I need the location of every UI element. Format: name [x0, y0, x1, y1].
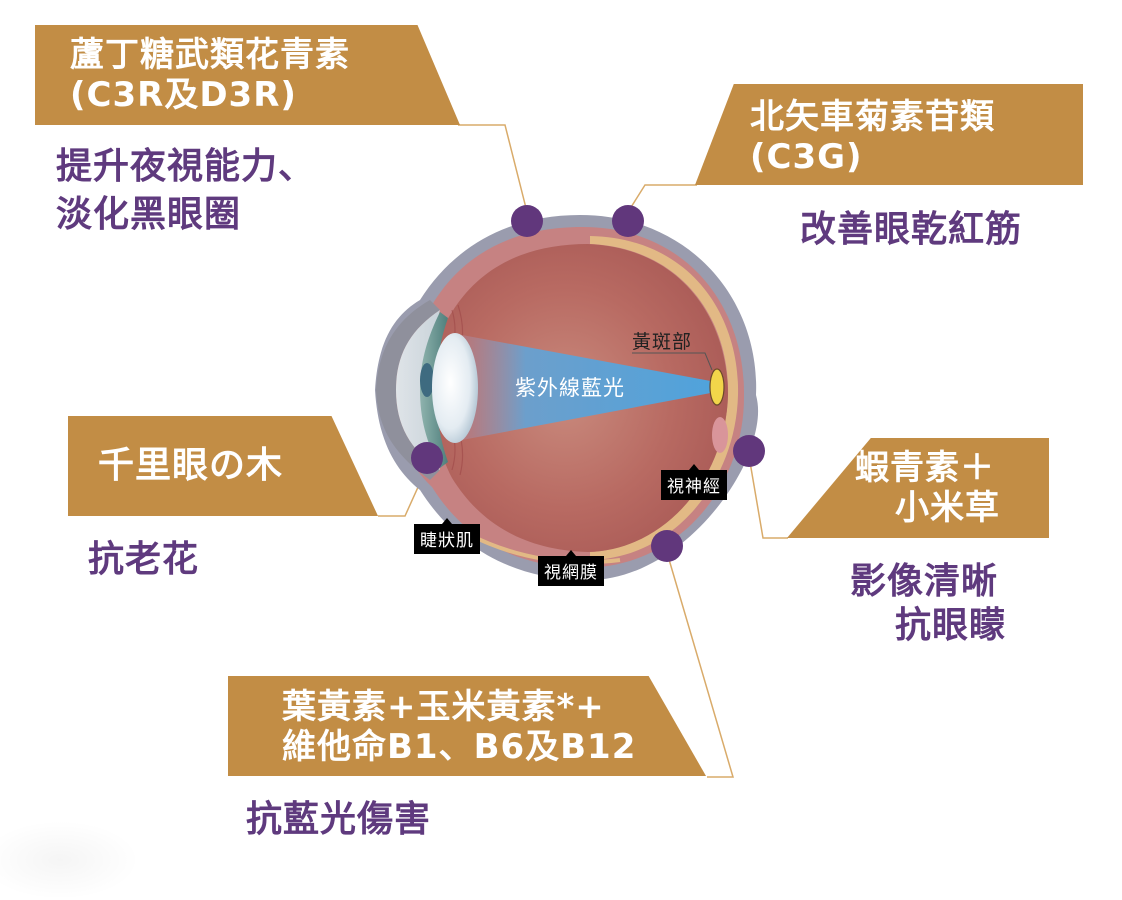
marker-c3g [612, 205, 644, 237]
marker-astaxanthin [733, 435, 765, 467]
macula-leader [632, 352, 713, 371]
benefit-c3r-line2: 淡化黑眼圈 [56, 194, 242, 235]
macula-label: 黃斑部 [632, 331, 693, 353]
marker-senrigan [411, 442, 443, 474]
benefit-c3g-line1: 改善眼乾紅筋 [800, 209, 1023, 250]
connector-astaxanthin [749, 461, 788, 539]
benefit-c3r-line1: 提升夜視能力、 [56, 146, 316, 187]
ingredient-c3r-line2: (C3R及D3R) [70, 75, 297, 115]
ingredient-c3g-line2: (C3G) [750, 137, 863, 177]
lens [432, 333, 478, 443]
banner-c3g [695, 84, 1083, 185]
ingredient-c3r-line1: 蘆丁糖武類花青素 [70, 35, 350, 75]
ingredient-astaxanthin-line2: 小米草 [895, 488, 1000, 528]
retina-label: 視網膜 [538, 550, 604, 586]
beam-label: 紫外線藍光 [515, 376, 625, 400]
light-beam [462, 335, 716, 440]
ingredient-senrigan-line1: 千里眼の木 [98, 445, 284, 486]
optic-disc [712, 417, 728, 453]
optic-nerve-label: 視神經 [661, 464, 727, 500]
marker-c3r [511, 205, 543, 237]
benefit-astaxanthin-line1: 影像清晰 [850, 561, 999, 602]
pupil [420, 363, 434, 397]
connector-lines [378, 124, 788, 778]
benefit-astaxanthin-line2: 抗眼矇 [895, 605, 1007, 646]
ciliary-muscle-label: 睫狀肌 [414, 518, 480, 554]
connector-c3g [627, 184, 697, 213]
benefit-lutein-line1: 抗藍光傷害 [246, 799, 432, 840]
benefit-senrigan-line1: 抗老花 [88, 539, 200, 580]
macula [709, 368, 725, 406]
eye-diagram [375, 124, 788, 778]
banner-senrigan [68, 416, 378, 516]
marker-lutein [651, 530, 683, 562]
connector-lutein [667, 555, 735, 778]
banner-c3r-d3r [35, 25, 460, 125]
eye-nutrient-infographic: 蘆丁糖武類花青素 (C3R及D3R) 提升夜視能力、 淡化黑眼圈 北矢車菊素苷類… [0, 25, 1083, 900]
connector-c3r [458, 124, 528, 213]
cornea-rim [376, 300, 440, 480]
ingredient-lutein-line1: 葉黃素+玉米黃素*+ [282, 687, 605, 727]
banner-lutein [228, 676, 706, 776]
ingredient-c3g-line1: 北矢車菊素苷類 [750, 97, 995, 137]
ingredient-astaxanthin-line1: 蝦青素＋ [855, 448, 995, 488]
ingredient-lutein-line2: 維他命B1、B6及B12 [282, 727, 637, 767]
